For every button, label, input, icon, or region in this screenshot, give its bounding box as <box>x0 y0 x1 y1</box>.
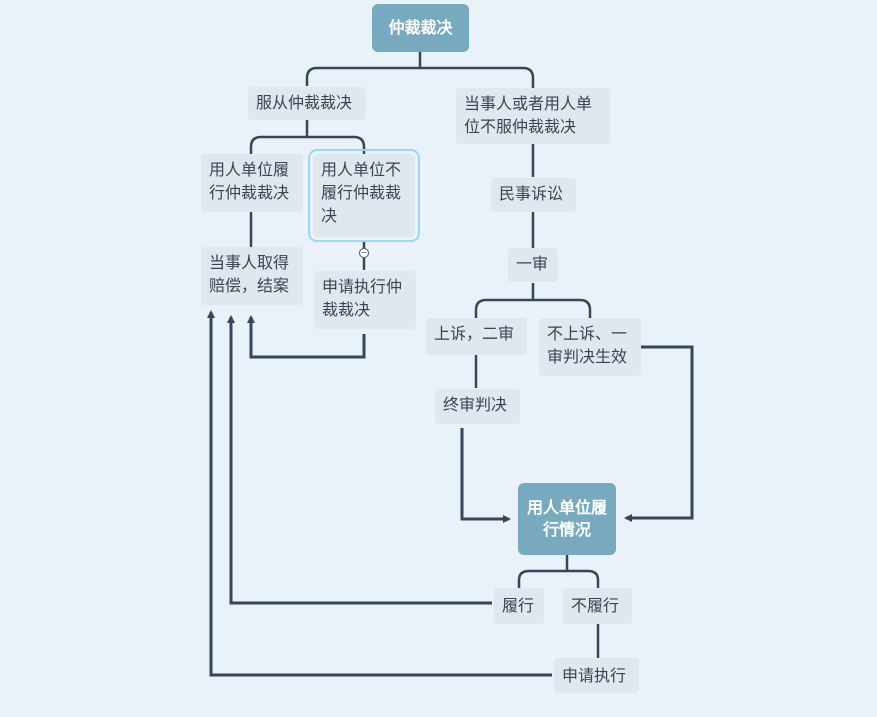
node-disobey-award[interactable]: 当事人或者用人单位不服仲裁裁决 <box>456 88 610 144</box>
connector-obey-branch <box>249 135 366 155</box>
node-apply-enforcement[interactable]: 申请执行 <box>554 658 639 693</box>
node-compensation-closed[interactable]: 当事人取得赔偿，结案 <box>201 247 303 305</box>
node-employer-performance-status[interactable]: 用人单位履行情况 <box>518 483 616 555</box>
node-first-instance[interactable]: 一审 <box>508 248 558 282</box>
node-final-judgment[interactable]: 终审判决 <box>435 389 520 424</box>
arrow-apply-to-compensation <box>247 315 366 359</box>
arrow-perform-to-compensation <box>227 315 492 605</box>
connector-root-branch <box>305 66 535 90</box>
connector-status-branch <box>517 569 600 588</box>
node-not-perform[interactable]: 不履行 <box>563 588 632 624</box>
node-no-appeal-effective[interactable]: 不上诉、一审判决生效 <box>539 318 641 376</box>
node-employer-not-performs[interactable]: 用人单位不履行仲裁裁决 <box>308 149 420 242</box>
arrow-applyenforce-to-compensation <box>207 310 552 677</box>
arrow-final-to-status <box>460 428 511 523</box>
node-appeal-second-instance[interactable]: 上诉，二审 <box>426 318 527 355</box>
node-perform[interactable]: 履行 <box>494 588 544 624</box>
node-employer-performs[interactable]: 用人单位履行仲裁裁决 <box>201 154 303 212</box>
node-civil-lawsuit[interactable]: 民事诉讼 <box>491 178 576 212</box>
node-apply-enforce-award[interactable]: 申请执行仲裁裁决 <box>314 271 416 329</box>
connector-first-branch <box>474 298 592 318</box>
node-obey-award[interactable]: 服从仲裁裁决 <box>248 87 366 120</box>
arrow-noappeal-to-status <box>624 345 694 522</box>
node-arbitration-award[interactable]: 仲裁裁决 <box>372 4 469 52</box>
collapse-toggle-icon[interactable]: − <box>359 248 369 258</box>
